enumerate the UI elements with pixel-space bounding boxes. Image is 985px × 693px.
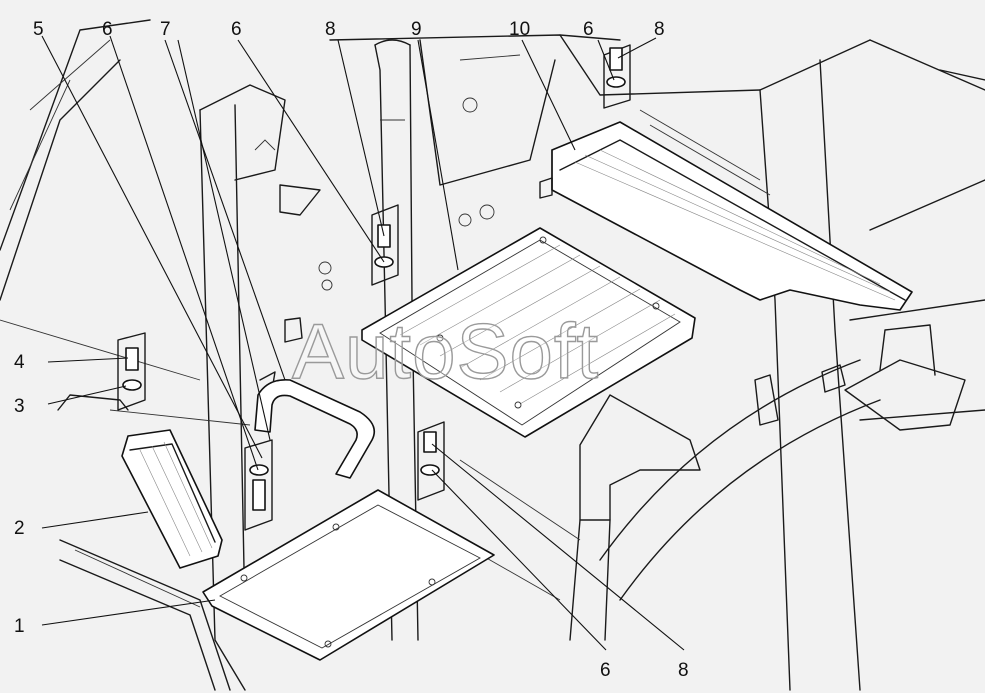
callout-6: 6	[102, 19, 113, 40]
part-10-upper-step	[539, 121, 913, 311]
fastener-group-6-8-top	[603, 44, 631, 109]
leader-lines	[41, 35, 685, 651]
part-1-lower-plate	[202, 489, 495, 661]
callout-4: 4	[14, 352, 25, 373]
callout-9: 9	[411, 19, 422, 40]
callout-8: 8	[654, 19, 665, 40]
fastener-group-3-4	[117, 332, 146, 411]
callout-6: 6	[600, 660, 611, 681]
fastener-group-5-6	[244, 439, 273, 531]
callout-8: 8	[678, 660, 689, 681]
callout-1: 1	[14, 616, 25, 637]
callout-7: 7	[160, 19, 171, 40]
callout-5: 5	[33, 19, 44, 40]
background-structure	[0, 19, 985, 691]
watermark-text: AutoSoft	[292, 307, 599, 395]
part-9-floor-plate	[361, 227, 696, 438]
callout-8: 8	[325, 19, 336, 40]
callout-2: 2	[14, 518, 25, 539]
callout-6: 6	[583, 19, 594, 40]
callout-6: 6	[231, 19, 242, 40]
part-2-small-step	[121, 429, 223, 569]
callout-3: 3	[14, 396, 25, 417]
fastener-group-6-8-low	[417, 421, 445, 501]
callout-10: 10	[509, 19, 530, 40]
callout-labels: 5 6 7 6 8 9 10 6 8 4 3 2 1 6 8	[14, 19, 689, 681]
part-7-handrail	[254, 378, 376, 479]
